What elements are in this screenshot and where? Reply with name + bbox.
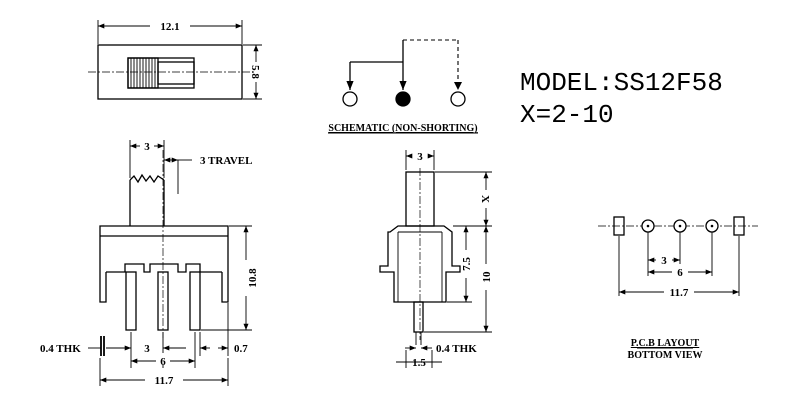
top-view: 12.1 5.8: [88, 20, 262, 100]
front-pin-pitch-label: 3: [144, 343, 150, 355]
terminal-right-circle: [450, 91, 466, 107]
side-thickness-label: 0.4 THK: [436, 343, 477, 355]
pcb-caption: P.C.B LAYOUT: [631, 338, 700, 349]
side-total-label: 10: [481, 271, 493, 283]
side-view: 3 X 7.5 10 0.4 THK 1.5: [379, 150, 493, 369]
front-travel-label: 3 TRAVEL: [200, 155, 252, 167]
side-body: [379, 225, 461, 303]
front-pin-left: [125, 271, 137, 331]
front-span-label: 6: [160, 356, 166, 368]
model-number: MODEL:SS12F58: [520, 68, 723, 98]
dashed-arrow-head: [454, 82, 462, 90]
side-body-label: 7.5: [461, 257, 473, 271]
side-pin-label: 1.5: [412, 357, 426, 369]
front-body-bottom: [106, 263, 222, 273]
front-body-top: [99, 225, 229, 236]
schematic-caption: SCHEMATIC (NON-SHORTING): [328, 123, 477, 134]
pcb-slot-left: [613, 216, 625, 236]
terminal-left-circle: [342, 91, 358, 107]
front-overall-label: 11.7: [155, 375, 174, 387]
front-actuator-break: [129, 173, 165, 184]
front-pin-center: [157, 271, 169, 331]
front-view: 3 3 TRAVEL 10.8 0.4 THK 3 6 0.7: [40, 140, 259, 387]
pcb-overall-label: 11.7: [670, 287, 689, 299]
pcb-span-label: 6: [677, 267, 683, 279]
side-x-label: X: [479, 195, 491, 203]
top-view-height-label: 5.8: [249, 65, 261, 79]
side-actuator-label: 3: [417, 151, 423, 163]
terminal-common-circle: [395, 91, 411, 107]
side-pin: [413, 301, 424, 333]
top-view-actuator: [127, 57, 195, 89]
schematic: SCHEMATIC (NON-SHORTING): [328, 39, 478, 134]
pcb-pitch-label: 3: [661, 255, 667, 267]
pcb-slot-right: [733, 216, 745, 236]
pcb-layout: 3 6 11.7 P.C.B LAYOUT BOTTOM VIEW: [598, 216, 758, 361]
front-thickness-label: 0.4 THK: [40, 343, 81, 355]
top-view-width-label: 12.1: [160, 21, 179, 33]
front-edge-label: 0.7: [234, 343, 248, 355]
front-height-label: 10.8: [247, 268, 259, 288]
x-range: X=2-10: [520, 100, 614, 130]
pcb-caption-sub: BOTTOM VIEW: [628, 350, 703, 361]
front-pin-right: [189, 271, 201, 331]
front-pitch-label: 3: [144, 141, 150, 153]
